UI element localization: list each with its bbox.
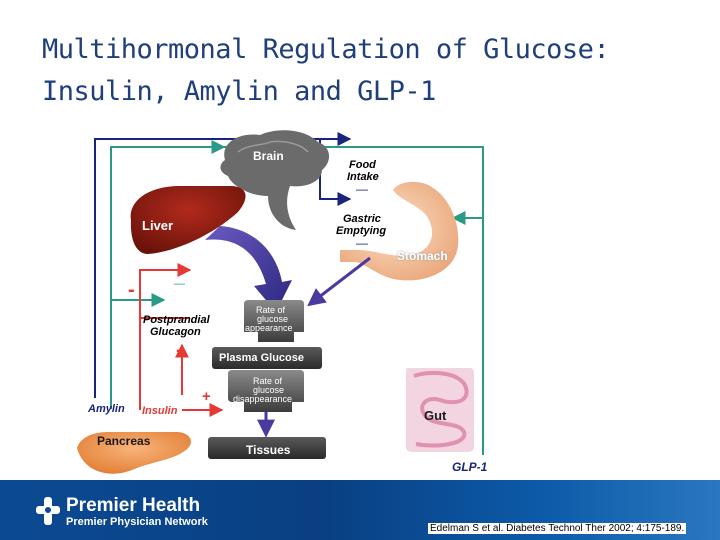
disappearance-label-1: Rate of <box>253 376 283 386</box>
slide-title-line1: Multihormonal Regulation of Glucose: <box>42 34 610 65</box>
tissues-label: Tissues <box>246 443 291 457</box>
hepatic-output-arrow <box>205 226 292 312</box>
food-intake-label-1: Food <box>349 159 376 171</box>
footer-brand: Premier Health <box>66 495 201 516</box>
disappearance-label-3: disappearance <box>233 394 293 404</box>
glucagon-inhibition-sign: - <box>128 279 135 301</box>
liver-shape <box>130 186 246 254</box>
food-intake-label-2: Intake <box>347 171 379 183</box>
pancreas-label: Pancreas <box>97 434 151 448</box>
brain-shape <box>220 130 330 230</box>
gastric-emptying-sign: — <box>356 236 368 250</box>
postprandial-label-2: Glucagon <box>150 326 201 338</box>
liver-arrow-sign: — <box>174 278 185 290</box>
brain-label: Brain <box>253 149 284 163</box>
stomach-label: Stomach <box>397 249 448 263</box>
liver-label: Liver <box>142 218 174 233</box>
gastric-emptying-label-1: Gastric <box>343 213 381 225</box>
footer-network: Premier Physician Network <box>66 516 208 528</box>
gastric-emptying-label-2: Emptying <box>336 225 387 237</box>
gut-shape <box>406 368 474 452</box>
plasma-glucose-box <box>212 347 322 369</box>
disappearance-label-2: glucose <box>253 385 285 395</box>
stomach-shape <box>340 181 459 281</box>
stomach-to-appearance-arrow <box>307 256 371 307</box>
insulin-label: Insulin <box>142 405 178 417</box>
postprandial-label-1: Postprandial <box>143 314 210 326</box>
brain-highlight <box>237 140 309 153</box>
glp1-label: GLP-1 <box>452 460 488 474</box>
gut-coil <box>413 370 469 448</box>
tissues-box <box>208 437 326 459</box>
cross-icon <box>36 497 60 525</box>
insulin-pathway-red <box>139 263 192 410</box>
glucagon-sign: - <box>176 339 183 361</box>
disappearance-box <box>228 370 304 412</box>
citation: Edelman S et al. Diabetes Technol Ther 2… <box>428 523 687 534</box>
gut-label: Gut <box>424 408 447 423</box>
appearance-label-2: glucose <box>257 314 289 324</box>
appearance-label-3: appearance <box>245 323 293 333</box>
insulin-plus-sign: + <box>202 388 211 405</box>
appearance-box <box>244 300 304 342</box>
regulation-diagram <box>77 130 484 474</box>
amylin-label: Amylin <box>88 403 125 415</box>
plasma-glucose-label: Plasma Glucose <box>219 352 304 364</box>
pancreas-shape <box>77 432 191 474</box>
food-intake-sign: — <box>356 182 368 196</box>
slide-title-line2: Insulin, Amylin and GLP-1 <box>42 76 436 107</box>
appearance-label-1: Rate of <box>256 305 286 315</box>
